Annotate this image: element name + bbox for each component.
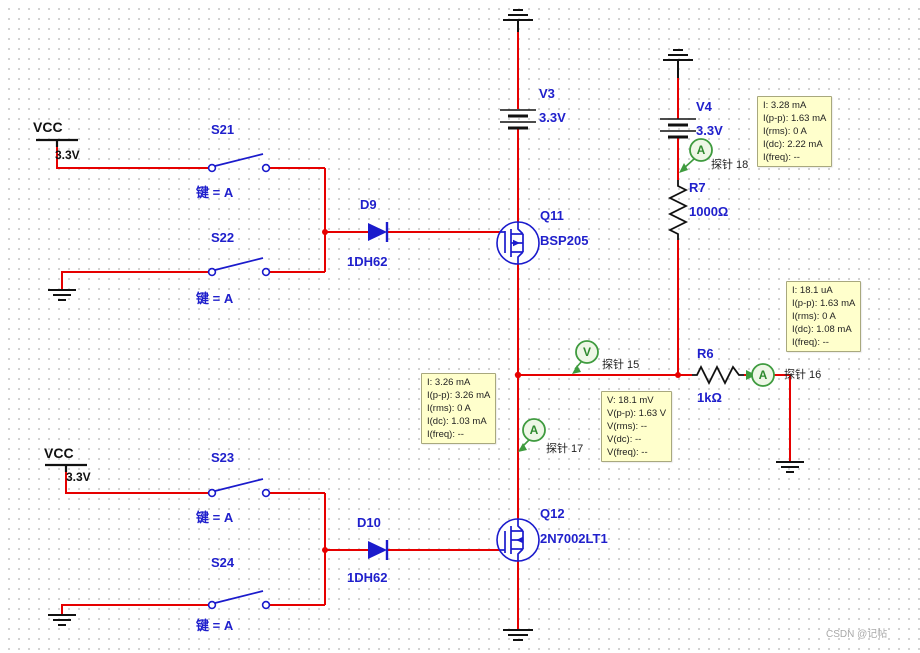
probe18-reading: I(freq): -- xyxy=(763,152,800,163)
probe15-reading: V(rms): -- xyxy=(607,421,648,432)
vcc-top-voltage: 3.3V xyxy=(55,148,80,162)
q12-ref: Q12 xyxy=(540,506,565,521)
probe18-reading: I(dc): 2.22 mA xyxy=(763,139,823,150)
vcc-top-label: VCC xyxy=(33,119,63,135)
probe17-reading: I(dc): 1.03 mA xyxy=(427,416,487,427)
q12-mosfet-symbol[interactable] xyxy=(496,518,540,562)
probe17-reading: I(p-p): 3.26 mA xyxy=(427,390,491,401)
d9-diode-symbol[interactable] xyxy=(368,222,389,242)
s23-switch-symbol[interactable] xyxy=(207,478,271,498)
probe18-current-probe[interactable]: A xyxy=(679,138,713,173)
s24-ref: S24 xyxy=(211,555,235,570)
s24-key-label: 键 = A xyxy=(196,618,234,633)
probe17-letter: A xyxy=(530,423,539,437)
probe16-letter: A xyxy=(759,368,768,382)
r6-value: 1kΩ xyxy=(697,390,722,405)
vcc-symbol-top[interactable] xyxy=(36,138,78,147)
s24-switch-symbol[interactable] xyxy=(207,590,271,610)
probe15-label: 探针 15 xyxy=(602,359,640,371)
probe16-reading: I(freq): -- xyxy=(792,337,829,348)
s22-ref: S22 xyxy=(211,230,235,245)
s21-key-label: 键 = A xyxy=(196,185,234,200)
probe18-reading: I(p-p): 1.63 mA xyxy=(763,113,827,124)
r6-resistor-symbol[interactable] xyxy=(692,364,744,386)
s23-ref: S23 xyxy=(211,450,235,465)
s22-switch-symbol[interactable] xyxy=(207,257,271,277)
probe17-current-probe[interactable]: A xyxy=(518,418,546,452)
d10-value: 1DH62 xyxy=(347,570,388,585)
ground-symbol-top-center[interactable] xyxy=(503,9,533,32)
r6-ref: R6 xyxy=(697,346,714,361)
probe15-reading: V(freq): -- xyxy=(607,447,648,458)
v4-ref: V4 xyxy=(696,99,712,114)
d9-ref: D9 xyxy=(360,197,377,212)
probe15-letter: V xyxy=(583,345,591,359)
v3-battery-symbol[interactable] xyxy=(500,109,536,130)
probe16-reading: I: 18.1 uA xyxy=(792,285,833,296)
vcc-bottom-voltage: 3.3V xyxy=(66,470,91,484)
probe18-reading: I: 3.28 mA xyxy=(763,100,807,111)
d9-value: 1DH62 xyxy=(347,254,388,269)
v3-ref: V3 xyxy=(539,86,555,101)
probe17-label: 探针 17 xyxy=(546,443,584,455)
probe16-readout-box[interactable]: I: 18.1 uA I(p-p): 1.63 mA I(rms): 0 A I… xyxy=(786,281,862,352)
ground-symbol-bottom-center[interactable] xyxy=(503,629,533,641)
v3-value: 3.3V xyxy=(539,110,566,125)
v4-battery-symbol[interactable] xyxy=(660,118,696,139)
probe17-reading: I(freq): -- xyxy=(427,429,464,440)
probe15-readout-box[interactable]: V: 18.1 mV V(p-p): 1.63 V V(rms): -- V(d… xyxy=(601,391,673,462)
wire-segments[interactable] xyxy=(56,32,791,630)
ground-symbol-right[interactable] xyxy=(776,461,804,473)
probe18-reading: I(rms): 0 A xyxy=(763,126,807,137)
d10-ref: D10 xyxy=(357,515,381,530)
probe15-reading: V: 18.1 mV xyxy=(607,395,654,406)
probe15-voltage-probe[interactable]: V xyxy=(572,340,599,374)
probe16-current-probe[interactable]: A xyxy=(746,363,775,387)
s22-key-label: 键 = A xyxy=(196,291,234,306)
probe16-label: 探针 16 xyxy=(784,369,822,381)
r7-ref: R7 xyxy=(689,180,706,195)
v4-value: 3.3V xyxy=(696,123,723,138)
probe16-reading: I(p-p): 1.63 mA xyxy=(792,298,856,309)
probe16-reading: I(dc): 1.08 mA xyxy=(792,324,852,335)
r7-resistor-symbol[interactable] xyxy=(667,180,689,240)
probe17-readout-box[interactable]: I: 3.26 mA I(p-p): 3.26 mA I(rms): 0 A I… xyxy=(421,373,497,444)
q12-value: 2N7002LT1 xyxy=(540,531,608,546)
probe18-label: 探针 18 xyxy=(711,159,749,171)
s23-key-label: 键 = A xyxy=(196,510,234,525)
probe18-readout-box[interactable]: I: 3.28 mA I(p-p): 1.63 mA I(rms): 0 A I… xyxy=(757,96,833,167)
ground-symbol-top-right[interactable] xyxy=(663,49,693,78)
ground-symbol-bottom-left[interactable] xyxy=(48,614,76,626)
watermark-text: CSDN @记帖 xyxy=(826,629,888,640)
ground-symbol-left-middle[interactable] xyxy=(48,289,76,301)
q11-value: BSP205 xyxy=(540,233,589,248)
d10-diode-symbol[interactable] xyxy=(368,540,389,560)
q11-ref: Q11 xyxy=(540,208,564,223)
probe17-reading: I(rms): 0 A xyxy=(427,403,471,414)
q11-mosfet-symbol[interactable] xyxy=(496,221,540,265)
probe15-reading: V(dc): -- xyxy=(607,434,642,445)
probe17-reading: I: 3.26 mA xyxy=(427,377,471,388)
probe18-letter: A xyxy=(697,143,706,157)
probe15-reading: V(p-p): 1.63 V xyxy=(607,408,667,419)
vcc-bottom-label: VCC xyxy=(44,445,74,461)
r7-value: 1000Ω xyxy=(689,204,729,219)
s21-ref: S21 xyxy=(211,122,235,137)
vcc-symbol-bottom[interactable] xyxy=(45,463,87,472)
junction-dots xyxy=(322,229,681,553)
s21-switch-symbol[interactable] xyxy=(207,153,271,173)
probe16-reading: I(rms): 0 A xyxy=(792,311,836,322)
